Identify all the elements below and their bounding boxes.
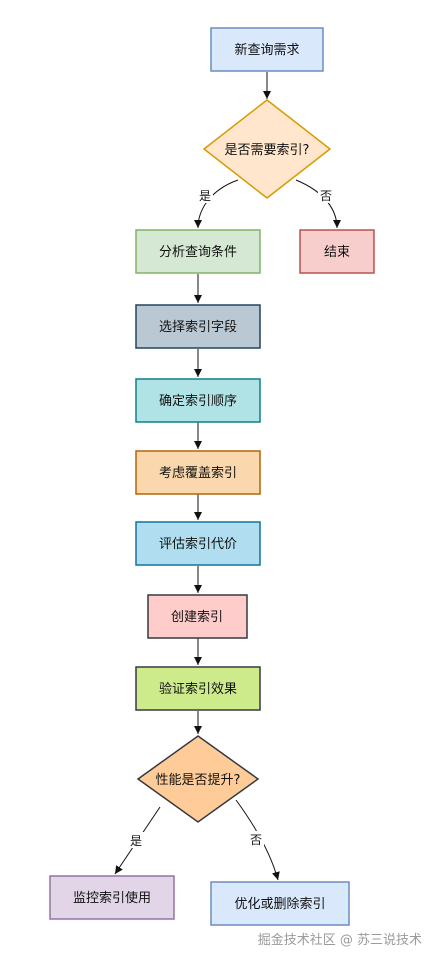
node-perf-diamond [136,735,260,823]
node-optimize: 优化或删除索引 [210,881,350,926]
node-monitor: 监控索引使用 [49,875,175,920]
node-verify-box [135,666,261,711]
node-new-query-label: 新查询需求 [234,42,299,58]
node-optimize-box [210,881,350,926]
node-create-label: 创建索引 [171,610,223,625]
node-end: 结束 [299,229,375,274]
node-cost-box [135,521,261,566]
node-select-fields: 选择索引字段 [135,304,261,349]
node-analyze-box [135,229,261,274]
node-create: 创建索引 [147,594,248,639]
node-covering-label: 考虑覆盖索引 [159,466,237,481]
node-end-box [299,229,375,274]
node-new-query: 新查询需求 [210,27,324,72]
node-monitor-box [49,875,175,920]
node-analyze-label: 分析查询条件 [159,244,237,260]
node-cost-label: 评估索引代价 [159,537,237,552]
node-new-query-box [210,27,324,72]
node-order: 确定索引顺序 [135,378,261,423]
node-perf-label: 性能是否提升? [156,772,241,788]
edge-label-perf-yes: 是 [130,834,142,848]
node-perf: 性能是否提升? [136,735,260,823]
node-monitor-label: 监控索引使用 [73,890,151,906]
node-optimize-label: 优化或删除索引 [234,897,325,912]
node-create-box [147,594,248,639]
watermark: 掘金技术社区 @ 苏三说技术 [257,933,422,948]
node-analyze: 分析查询条件 [135,229,261,274]
node-verify: 验证索引效果 [135,666,261,711]
node-end-label: 结束 [324,245,350,260]
node-order-label: 确定索引顺序 [159,394,237,409]
node-select-fields-label: 选择索引字段 [159,320,237,335]
node-cost: 评估索引代价 [135,521,261,566]
node-covering-box [135,450,261,495]
node-need-index-diamond [202,99,332,199]
node-need-index: 是否需要索引? [202,99,332,199]
edge-labels: 是 否 是 否 [128,187,334,848]
edge-label-perf-no: 否 [250,833,262,847]
edge-label-need-yes: 是 [199,189,211,203]
node-covering: 考虑覆盖索引 [135,450,261,495]
edge-label-need-no: 否 [320,189,332,203]
node-need-index-label: 是否需要索引? [225,143,310,158]
node-verify-label: 验证索引效果 [159,681,237,697]
node-order-box [135,378,261,423]
node-select-fields-box [135,304,261,349]
